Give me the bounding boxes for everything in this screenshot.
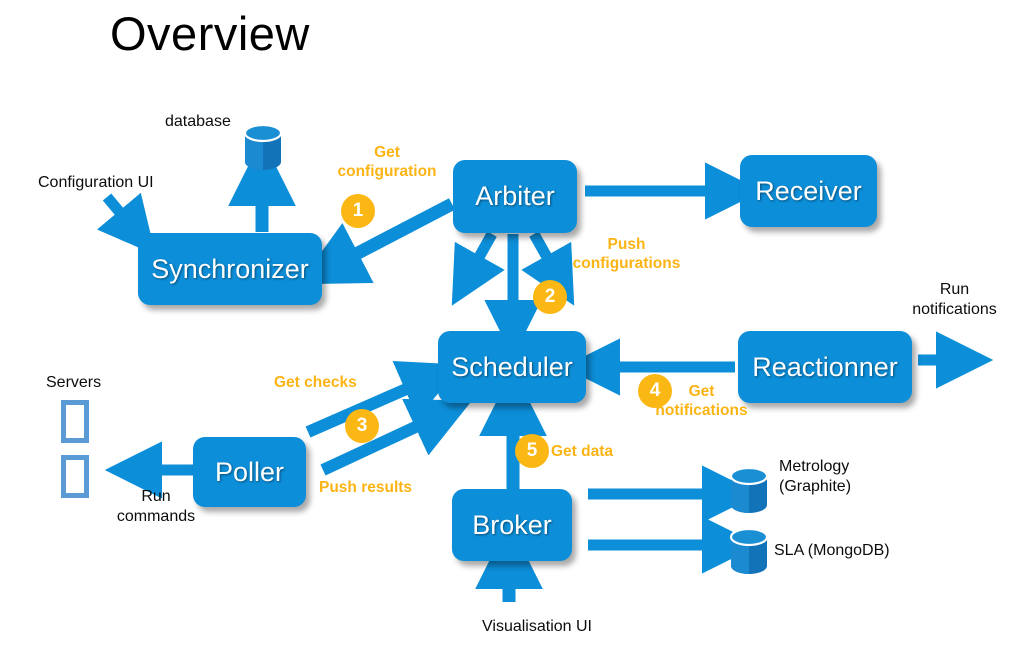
metrology-cylinder-icon	[729, 467, 769, 513]
step-badge-3[interactable]: 3	[345, 409, 379, 443]
step3-push-results-label: Push results	[319, 479, 413, 496]
step4-label: Get notifications	[633, 382, 770, 420]
node-synchronizer[interactable]: Synchronizer	[138, 233, 322, 305]
step3-get-checks-label: Get checks	[274, 374, 357, 391]
node-broker-label: Broker	[472, 509, 552, 540]
run-commands-line2: commands	[116, 508, 196, 525]
step5-label: Get data	[551, 443, 614, 460]
configuration-ui-label: Configuration UI	[38, 174, 154, 191]
node-scheduler-label: Scheduler	[451, 351, 573, 382]
node-reactionner[interactable]: Reactionner	[738, 331, 912, 403]
run-commands-line1: Run	[141, 488, 171, 505]
node-broker[interactable]: Broker	[452, 489, 572, 561]
step1-line2: configuration	[337, 163, 437, 180]
node-receiver-label: Receiver	[755, 175, 862, 206]
step2-line1: Push	[607, 236, 646, 253]
arrow-arbiter-push-left	[451, 231, 505, 306]
step-badge-2[interactable]: 2	[533, 280, 567, 314]
server-icon-1	[61, 400, 89, 443]
step4-line2: notifications	[655, 402, 748, 419]
page-title: Overview	[110, 7, 310, 60]
servers-label: Servers	[46, 374, 102, 391]
node-reactionner-label: Reactionner	[752, 351, 898, 382]
step1-line1: Get	[374, 144, 400, 161]
metrology-line2: (Graphite)	[779, 478, 852, 495]
node-poller-label: Poller	[214, 456, 285, 487]
metrology-line1: Metrology	[779, 458, 850, 475]
step1-label: Get configuration	[327, 143, 447, 181]
run-notifications-line2: notifications	[912, 301, 997, 318]
step2-line2: configurations	[572, 255, 681, 272]
node-arbiter-label: Arbiter	[475, 181, 555, 211]
node-poller[interactable]: Poller	[193, 437, 306, 507]
arrow-poller-push-results	[320, 398, 472, 476]
step-badge-5[interactable]: 5	[515, 434, 549, 468]
node-scheduler[interactable]: Scheduler	[438, 331, 586, 403]
server-icon-2	[61, 455, 89, 498]
visualisation-ui-label: Visualisation UI	[482, 618, 592, 635]
step4-line1: Get	[688, 383, 715, 400]
run-notifications-line1: Run	[939, 281, 970, 298]
step2-label: Push configurations	[559, 235, 694, 273]
arrow-configuration-ui-to-synchronizer	[96, 192, 156, 255]
database-label: database	[165, 113, 231, 130]
step-badge-1[interactable]: 1	[341, 194, 375, 228]
arrow-poller-get-checks	[305, 361, 463, 438]
metrology-label: Metrology (Graphite)	[779, 457, 851, 497]
sla-label: SLA (MongoDB)	[774, 542, 890, 559]
arrow-arbiter-push-right	[521, 231, 575, 306]
node-receiver[interactable]: Receiver	[740, 155, 877, 227]
sla-cylinder-icon	[729, 528, 769, 574]
node-arbiter[interactable]: Arbiter	[453, 160, 577, 233]
run-commands-label: Run commands	[96, 487, 216, 527]
run-notifications-label: Run notifications	[893, 280, 1016, 320]
arrow-arbiter-to-synchronizer	[298, 198, 456, 285]
node-synchronizer-label: Synchronizer	[151, 253, 309, 284]
database-cylinder-icon	[243, 124, 283, 170]
step-badge-4[interactable]: 4	[638, 374, 672, 408]
